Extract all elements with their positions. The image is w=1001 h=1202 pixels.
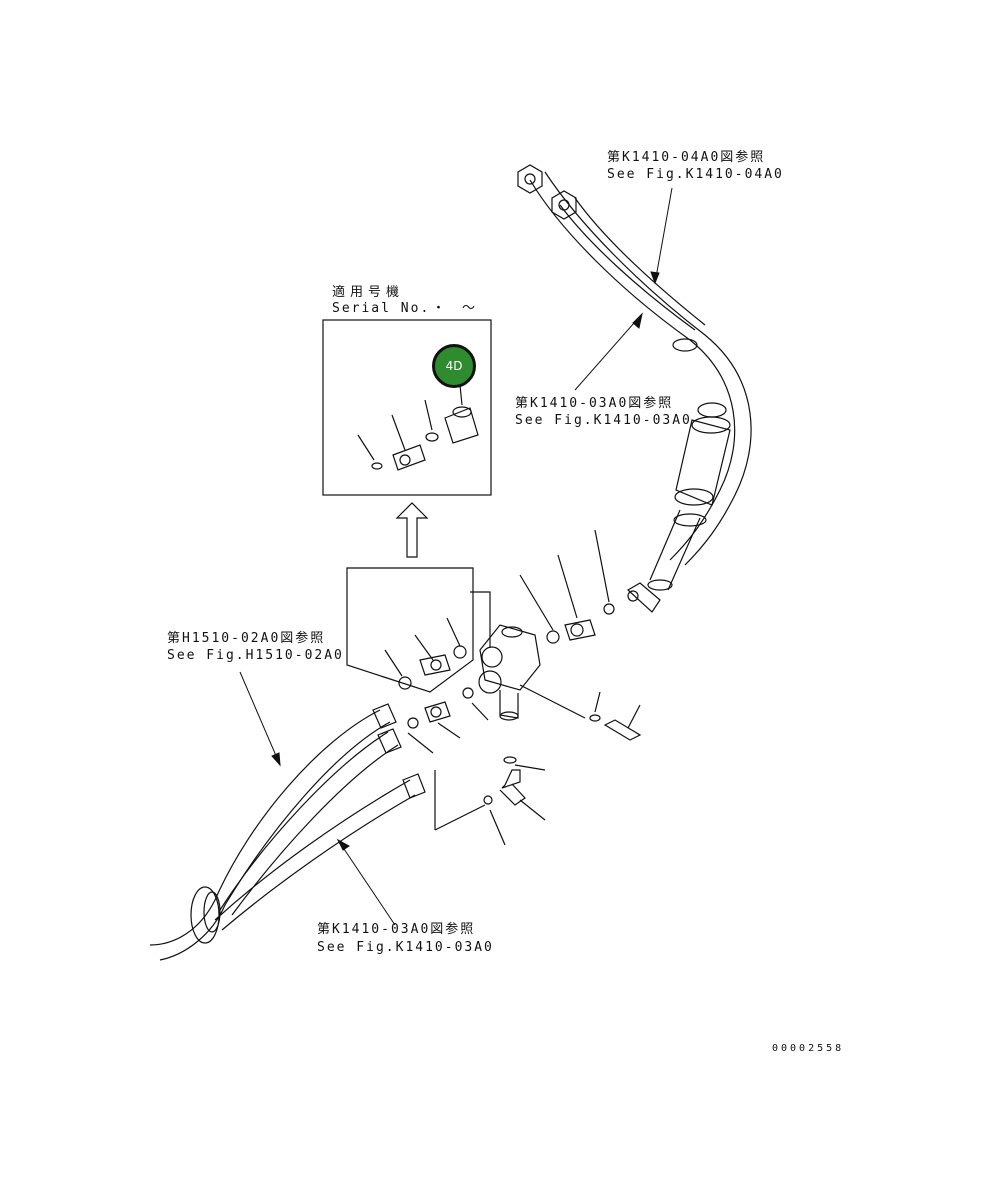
- ref-top-right-jp: 第K1410-04A0図参照: [607, 150, 766, 165]
- drawing-number: 00002558: [772, 1043, 845, 1054]
- part-badge-4d: 4D: [432, 344, 476, 388]
- exploded-detail-box: [346, 567, 474, 693]
- serial-box-jp: 適用号機: [332, 285, 405, 300]
- fittings-right: [519, 529, 615, 644]
- valve-block: [470, 591, 541, 721]
- serial-box-en: Serial No.: [332, 301, 431, 316]
- elbow-fitting: [434, 756, 546, 846]
- ref-top-right-en: See Fig.K1410-04A0: [607, 167, 784, 182]
- serial-box-range: ・ ～: [432, 301, 478, 316]
- upper-hose-assembly: [517, 164, 752, 613]
- ref-bottom-en: See Fig.K1410-03A0: [317, 940, 494, 955]
- up-arrow: [395, 502, 429, 558]
- fittings-lower-left: [407, 687, 489, 754]
- ref-mid-right-en: See Fig.K1410-03A0: [515, 413, 692, 428]
- serial-box-frame: [322, 319, 492, 496]
- ref-left-en: See Fig.H1510-02A0: [167, 648, 344, 663]
- ref-bottom-jp: 第K1410-03A0図参照: [317, 922, 476, 937]
- ref-mid-right-jp: 第K1410-03A0図参照: [515, 396, 674, 411]
- leader-lines: [239, 187, 673, 926]
- bolt-and-washer: [519, 684, 642, 741]
- ref-left-jp: 第H1510-02A0図参照: [167, 631, 326, 646]
- lower-hose-assembly: [149, 703, 426, 961]
